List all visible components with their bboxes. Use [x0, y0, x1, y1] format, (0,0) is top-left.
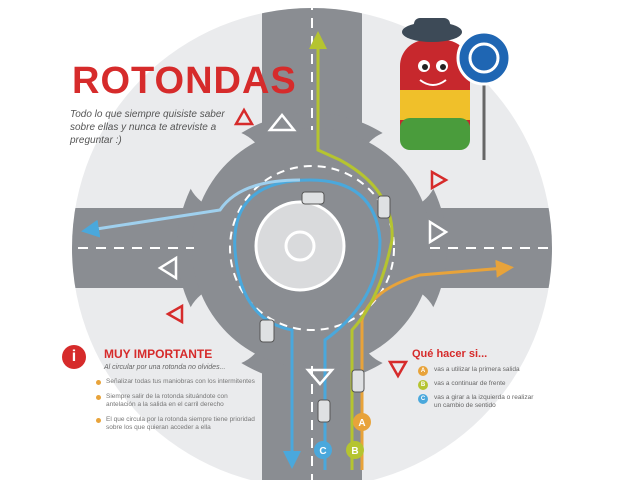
route-c [233, 178, 382, 470]
letter-c-icon: C [418, 394, 428, 404]
page-title: ROTONDAS [72, 60, 297, 102]
list-item: El que circula por la rotonda siempre ti… [96, 416, 256, 432]
route-b [309, 31, 394, 470]
bullet-icon [96, 380, 101, 385]
info-icon: i [62, 345, 86, 369]
yield-triangle-icon [430, 169, 449, 191]
list-item: Siempre salir de la rotonda situándote c… [96, 393, 256, 409]
lane-c-label: C [319, 446, 326, 457]
central-island [254, 200, 346, 292]
list-item: Señalizar todas tus maniobras con los in… [96, 378, 256, 386]
important-title: MUY IMPORTANTE [104, 347, 213, 361]
yield-triangle-icon [233, 107, 255, 126]
car [317, 399, 331, 423]
mascot-character [400, 18, 470, 150]
ring-lane-marking [229, 165, 395, 331]
car [301, 191, 325, 205]
car [377, 195, 391, 219]
route-exit-left [81, 178, 301, 238]
roundabout-sign-icon [456, 30, 512, 160]
letter-b-icon: B [418, 380, 428, 390]
bullet-icon [96, 418, 101, 423]
yield-triangle-icon [165, 303, 184, 325]
lane-c-badge [314, 441, 332, 459]
lane-b-badge [346, 441, 364, 459]
important-list: Señalizar todas tus maniobras con los in… [96, 378, 256, 439]
letter-a-icon: A [418, 366, 428, 376]
lane-b-label: B [351, 446, 358, 457]
car [351, 369, 365, 393]
lane-a-label: A [358, 418, 365, 429]
car [259, 319, 275, 343]
lane-a-badge [353, 413, 371, 431]
what-to-do-title: Qué hacer si... [412, 348, 488, 360]
important-intro: Al circular por una rotonda no olvides..… [104, 364, 226, 371]
yield-triangle-icon [387, 360, 409, 379]
bullet-icon [96, 395, 101, 400]
page-subtitle: Todo lo que siempre quisiste saber sobre… [70, 109, 225, 146]
